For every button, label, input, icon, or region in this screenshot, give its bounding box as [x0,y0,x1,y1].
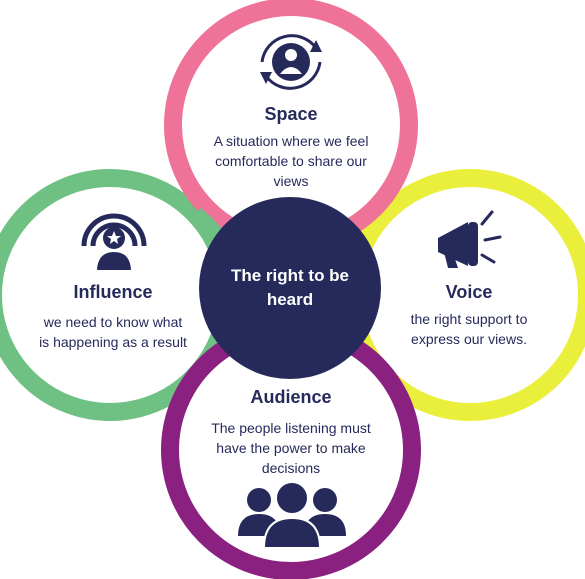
space-title: Space [264,104,318,124]
voice-title: Voice [445,282,493,302]
space-description: A situation where we feel comfortable to… [213,133,369,189]
audience-title: Audience [250,387,332,407]
voice-description: the right support to express our views. [410,311,528,347]
person-cycle-icon [260,34,322,90]
center-circle [199,197,381,379]
center-label: The right to be heard [230,266,350,309]
star-broadcast-icon [81,213,147,270]
influence-description: we need to know what is happening as a r… [39,314,187,350]
audience-description: The people listening must have the power… [211,420,371,476]
group-of-people-icon [238,481,346,549]
influence-title: Influence [73,282,153,302]
megaphone-icon [438,210,502,268]
